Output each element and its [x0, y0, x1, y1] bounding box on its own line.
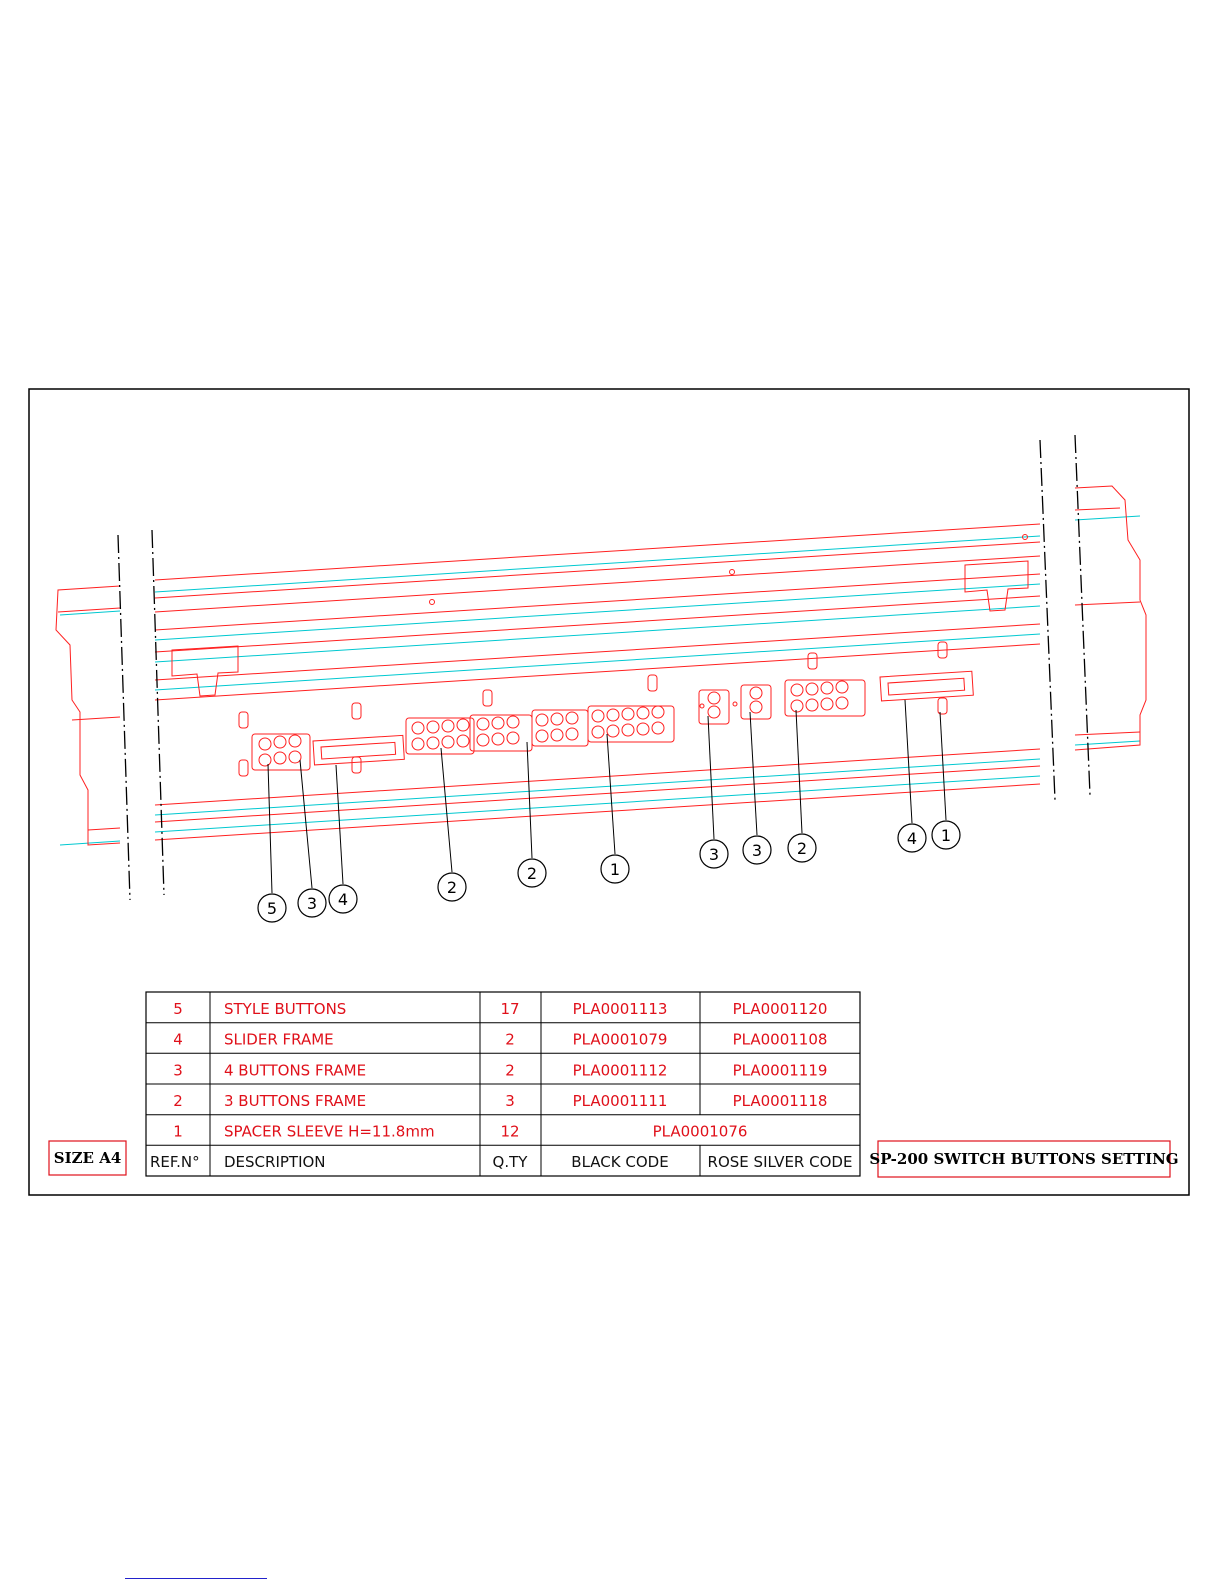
- panel-body: [55, 485, 1147, 846]
- break-lines: [117, 434, 1091, 901]
- bom-row: 5 STYLE BUTTONS 17 PLA0001113 PLA0001120: [173, 1000, 827, 1018]
- balloon-circle: [897, 823, 927, 853]
- balloon-circle: [742, 835, 772, 865]
- panel-assembly-drawing: [55, 434, 1147, 901]
- bom-table: 5 STYLE BUTTONS 17 PLA0001113 PLA0001120 4 SLI…: [145, 991, 861, 1177]
- bom-description-cell: STYLE BUTTONS: [224, 1000, 346, 1018]
- balloon-circle: [297, 888, 327, 918]
- header-black-code: BLACK CODE: [571, 1153, 668, 1171]
- balloon-number: 5: [267, 899, 277, 918]
- bom-qty-cell: 3: [505, 1092, 515, 1110]
- header-qty: Q.TY: [493, 1153, 529, 1171]
- balloon-number: 2: [447, 878, 457, 897]
- bom-black-code-cell: PLA0001079: [573, 1031, 668, 1049]
- bom-rose-silver-code-cell: PLA0001118: [733, 1092, 828, 1110]
- drawing-title: SP-200 SWITCH BUTTONS SETTING: [869, 1150, 1178, 1168]
- balloon: 3: [699, 839, 729, 869]
- balloon-number: 3: [752, 841, 762, 860]
- bom-black-code-cell: PLA0001112: [573, 1061, 668, 1079]
- balloon: 2: [787, 833, 817, 863]
- bom-black-code-cell: PLA0001113: [573, 1000, 668, 1018]
- bom-ref-cell: 3: [173, 1061, 183, 1079]
- balloon-circle: [437, 872, 467, 902]
- balloon: 3: [297, 888, 327, 918]
- bom-row: 1 SPACER SLEEVE H=11.8mm 12 PLA0001076: [173, 1123, 747, 1141]
- balloon-number: 4: [907, 829, 917, 848]
- balloon: 4: [328, 884, 358, 914]
- callout-balloons: 5 3 4 2 2 1 3 3 2 4 1: [257, 820, 961, 923]
- page-underline: [125, 1578, 267, 1579]
- balloon-circle: [517, 858, 547, 888]
- bom-ref-cell: 2: [173, 1092, 183, 1110]
- button-clusters: [251, 679, 866, 771]
- balloon-circle: [328, 884, 358, 914]
- bom-header-row: REF.N° DESCRIPTION Q.TY BLACK CODE ROSE …: [150, 1153, 852, 1171]
- size-label-box: SIZE A4: [48, 1140, 127, 1176]
- balloon: 1: [600, 854, 630, 884]
- bom-description-cell: 3 BUTTONS FRAME: [224, 1092, 366, 1110]
- balloon-circle: [600, 854, 630, 884]
- bom-row: 2 3 BUTTONS FRAME 3 PLA0001111 PLA0001118: [173, 1092, 827, 1110]
- spacer-sleeves: [238, 641, 948, 777]
- balloon-circle: [699, 839, 729, 869]
- balloon-number: 1: [610, 860, 620, 879]
- bom-qty-cell: 17: [500, 1000, 519, 1018]
- balloon: 2: [437, 872, 467, 902]
- bom-qty-cell: 12: [500, 1123, 519, 1141]
- drawing-frame: [28, 388, 1190, 1196]
- bom-row: 4 SLIDER FRAME 2 PLA0001079 PLA0001108: [173, 1031, 827, 1049]
- centerlines: [59, 515, 1141, 846]
- header-ref: REF.N°: [150, 1153, 200, 1171]
- balloon-number: 2: [797, 839, 807, 858]
- balloon-number: 4: [338, 890, 348, 909]
- balloon: 1: [931, 820, 961, 850]
- bom-description-cell: SPACER SLEEVE H=11.8mm: [224, 1123, 435, 1141]
- bom-ref-cell: 1: [173, 1123, 183, 1141]
- header-description: DESCRIPTION: [224, 1153, 326, 1171]
- bom-row: 3 4 BUTTONS FRAME 2 PLA0001112 PLA0001119: [173, 1061, 827, 1079]
- bom-black-code-cell: PLA0001076: [653, 1123, 748, 1141]
- bom-rose-silver-code-cell: PLA0001119: [733, 1061, 828, 1079]
- balloon-number: 3: [307, 894, 317, 913]
- size-label: SIZE A4: [54, 1149, 122, 1167]
- balloon: 5: [257, 893, 287, 923]
- balloon: 4: [897, 823, 927, 853]
- leader-lines: [267, 699, 947, 894]
- bom-description-cell: SLIDER FRAME: [224, 1031, 334, 1049]
- balloon-circle: [931, 820, 961, 850]
- bom-ref-cell: 5: [173, 1000, 183, 1018]
- header-rose-silver-code: ROSE SILVER CODE: [708, 1153, 853, 1171]
- balloon-number: 2: [527, 864, 537, 883]
- bom-qty-cell: 2: [505, 1061, 515, 1079]
- bom-rose-silver-code-cell: PLA0001108: [733, 1031, 828, 1049]
- balloon-circle: [257, 893, 287, 923]
- bom-description-cell: 4 BUTTONS FRAME: [224, 1061, 366, 1079]
- buttons: [258, 680, 849, 767]
- bom-ref-cell: 4: [173, 1031, 183, 1049]
- balloon-number: 1: [941, 826, 951, 845]
- bom-qty-cell: 2: [505, 1031, 515, 1049]
- balloon-number: 3: [709, 845, 719, 864]
- bom-black-code-cell: PLA0001111: [573, 1092, 668, 1110]
- balloon: 3: [742, 835, 772, 865]
- balloon: 2: [517, 858, 547, 888]
- bom-rose-silver-code-cell: PLA0001120: [733, 1000, 828, 1018]
- title-block: SP-200 SWITCH BUTTONS SETTING: [869, 1140, 1179, 1178]
- balloon-circle: [787, 833, 817, 863]
